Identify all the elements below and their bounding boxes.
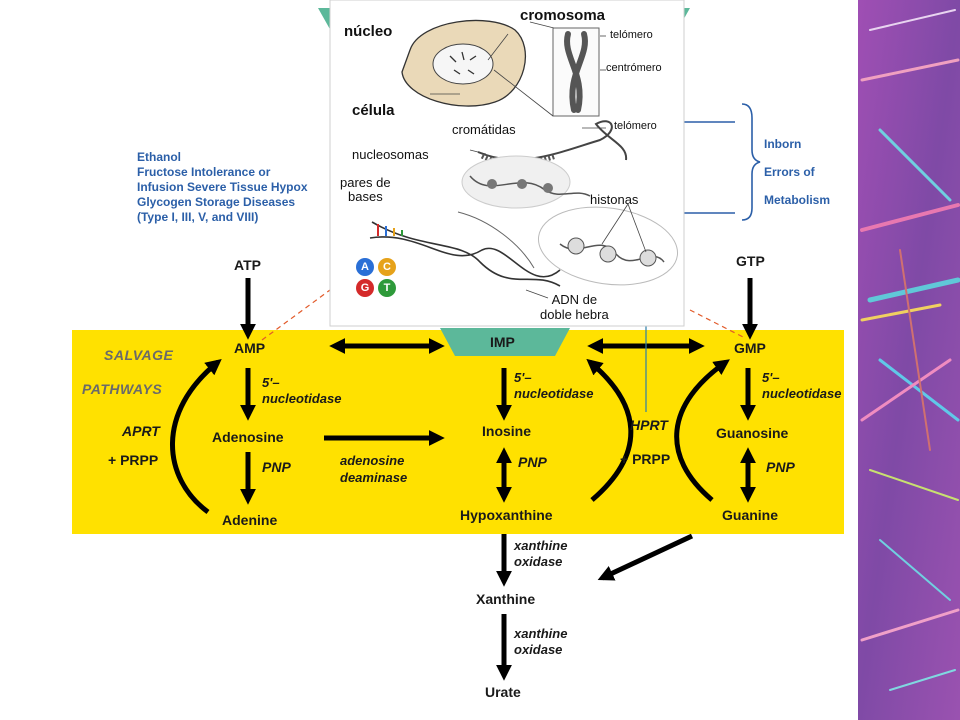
dna-label: ADN de doble hebra [540, 292, 609, 322]
telomere-top-label: telómero [610, 29, 653, 41]
nucleotidase-g: 5'– nucleotidase [762, 370, 841, 402]
xo2-line2: oxidase [514, 642, 563, 657]
urate-label: Urate [485, 684, 521, 700]
pnp-g-label: PNP [766, 459, 795, 475]
inosine-label: Inosine [482, 423, 532, 439]
adenine-label: Adenine [222, 512, 278, 528]
amp-label: AMP [234, 340, 266, 356]
nucleotidase-i-line2: nucleotidase [514, 386, 594, 401]
xo1-line2: oxidase [514, 554, 563, 569]
dna-line1: ADN de [551, 292, 598, 307]
salvage-curves [170, 358, 730, 515]
salvage-label: SALVAGE [104, 347, 174, 363]
inborn-errors-bracket [682, 103, 761, 221]
inborn-line-1: Inborn [764, 137, 802, 151]
nucleus-shape [432, 43, 494, 85]
imp-label: IMP [490, 334, 515, 350]
cell-inset [329, 0, 685, 327]
nucleus-label: núcleo [344, 23, 393, 40]
ada-line2: deaminase [340, 470, 408, 485]
cause-ethanol: Ethanol [137, 150, 181, 164]
nucleotidase-g-line1: 5'– [762, 370, 780, 385]
centromere-label: centrómero [606, 62, 662, 74]
gtp-label: GTP [736, 253, 765, 269]
hprt-label: HPRT [630, 417, 668, 433]
base-c-badge: C [378, 258, 396, 276]
base-pairs-line2: bases [348, 189, 383, 204]
xanthine-oxidase-1: xanthine oxidase [514, 538, 567, 570]
xanthine-oxidase-2: xanthine oxidase [514, 626, 567, 658]
xo1-line1: xanthine [514, 538, 568, 553]
cause-hypoxia: Infusion Severe Tissue Hypox [137, 180, 308, 194]
cause-glycogen: Glycogen Storage Diseases [137, 195, 296, 209]
base-a-badge: A [356, 258, 374, 276]
histones-label: histonas [590, 192, 639, 207]
cause-types: (Type I, III, V, and VIII) [137, 210, 259, 224]
base-t-badge: T [378, 279, 396, 297]
guanosine-label: Guanosine [716, 425, 789, 441]
adenosine-label: Adenosine [212, 429, 284, 445]
adenosine-deaminase-label: adenosine deaminase [340, 452, 407, 486]
nucleotidase-i: 5'– nucleotidase [514, 370, 593, 402]
inborn-errors-label: Inborn Errors of Metabolism [764, 130, 830, 214]
aprt-label: APRT [122, 423, 160, 439]
chromatids-label: cromátidas [452, 122, 516, 137]
pnp-i-label: PNP [518, 454, 547, 470]
nucleotidase-a: 5'– nucleotidase [262, 375, 341, 407]
xanthine-label: Xanthine [476, 591, 536, 607]
prpp-a-label: + PRPP [108, 452, 159, 468]
base-g-badge: G [356, 279, 374, 297]
pathway-arrows [239, 278, 759, 681]
pnp-a-label: PNP [262, 459, 291, 475]
chromosome-label: cromosoma [520, 7, 606, 24]
callout-dashes [261, 289, 746, 341]
ada-line1: adenosine [340, 453, 405, 468]
prpp-h-label: + PRPP [620, 451, 671, 467]
hypoxanthine-label: Hypoxanthine [460, 507, 553, 523]
causes-list: Ethanol Fructose Intolerance or Infusion… [137, 150, 308, 225]
cell-label: célula [352, 102, 395, 119]
pathways-label: PATHWAYS [82, 381, 163, 397]
atp-label: ATP [234, 257, 261, 273]
dna-helix [369, 221, 561, 287]
crystal-image [850, 0, 960, 720]
nucleotidase-i-line1: 5'– [514, 370, 532, 385]
base-pairs-line1: pares de [340, 175, 391, 190]
dna-line2: doble hebra [540, 307, 609, 322]
nucleotidase-g-line2: nucleotidase [762, 386, 842, 401]
telomere-bottom-label: telómero [614, 120, 657, 132]
nucleosomes-label: nucleosomas [352, 147, 429, 162]
nucleotidase-a-line1: 5'– [262, 375, 280, 390]
cause-fructose: Fructose Intolerance or [137, 165, 271, 179]
nucleotidase-a-line2: nucleotidase [262, 391, 342, 406]
inborn-line-3: Metabolism [764, 193, 831, 207]
inborn-line-2: Errors of [764, 165, 815, 179]
xo2-line1: xanthine [514, 626, 568, 641]
base-pairs-label: pares de bases [340, 176, 391, 204]
gmp-label: GMP [734, 340, 766, 356]
imp-box [440, 328, 570, 356]
guanine-label: Guanine [722, 507, 779, 523]
